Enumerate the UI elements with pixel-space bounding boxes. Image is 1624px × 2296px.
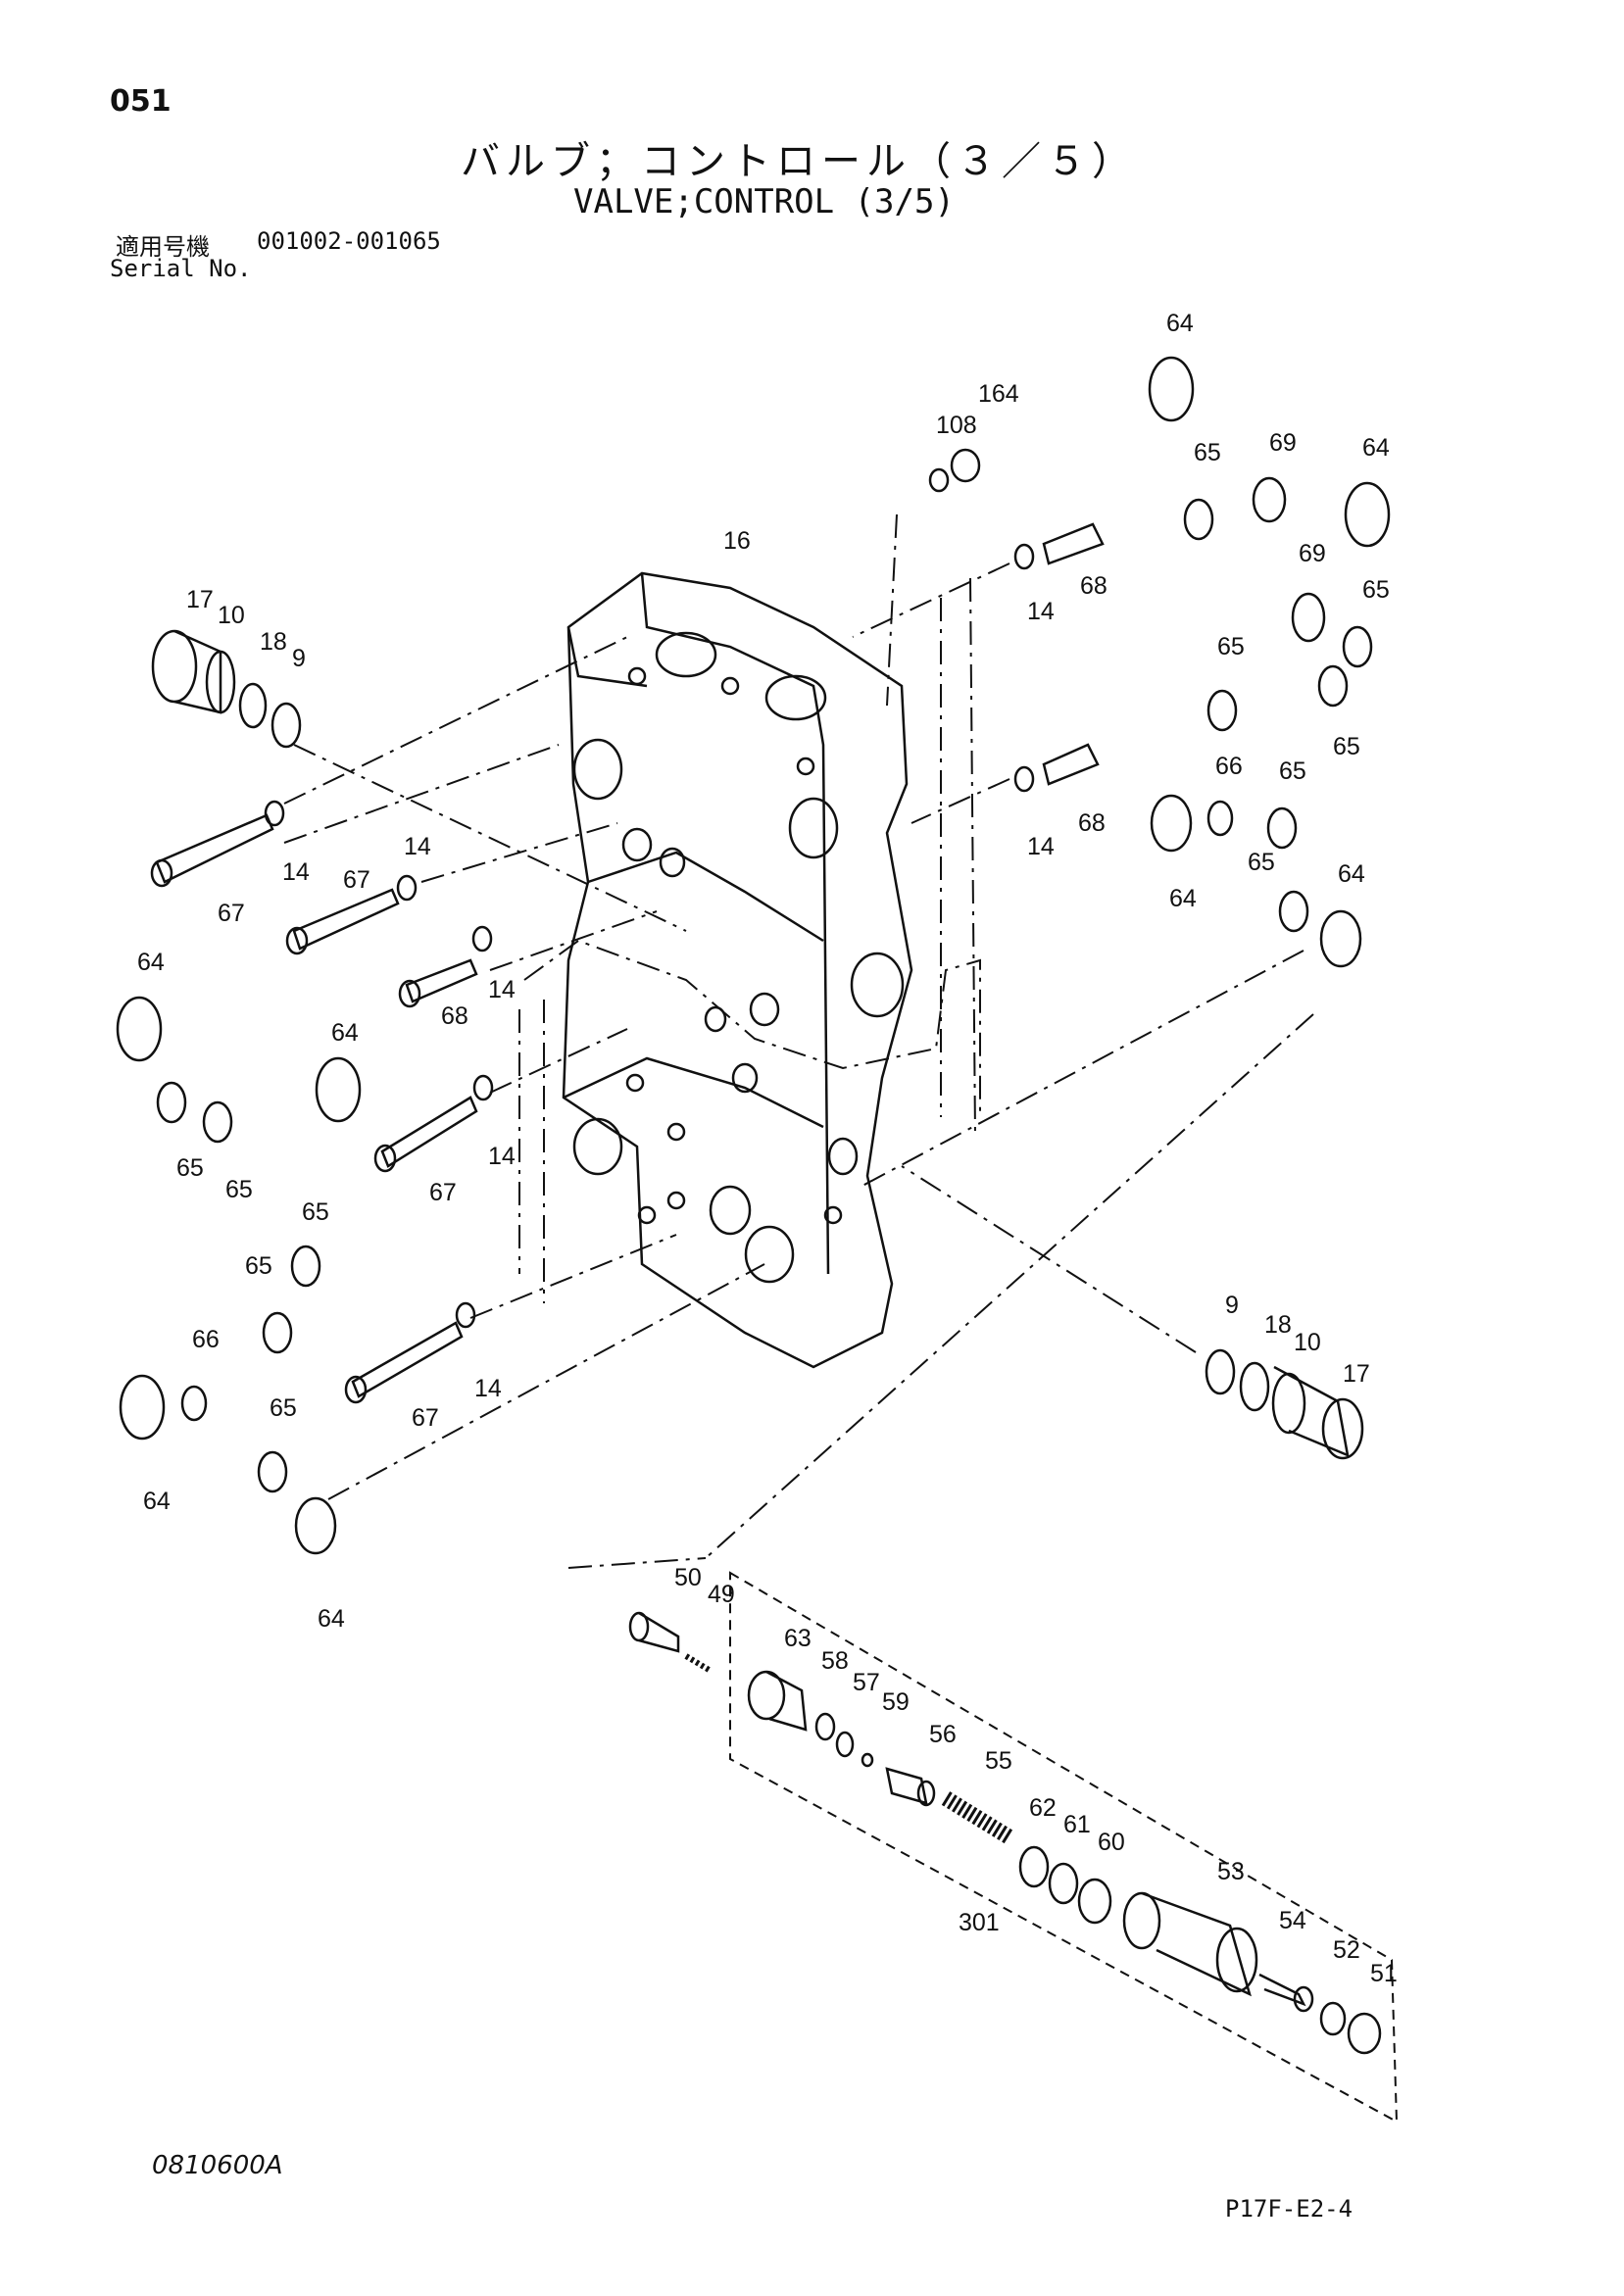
- callout-65: 65: [1248, 849, 1275, 876]
- callout-17: 17: [186, 586, 214, 613]
- title-japanese: バルブ；コントロール（３／５）: [461, 139, 1137, 184]
- callout-65: 65: [225, 1176, 253, 1203]
- callout-9: 9: [292, 645, 306, 672]
- figure-code: P17F-E2-4: [1225, 2195, 1353, 2223]
- callout-68: 68: [1080, 572, 1107, 600]
- callout-67: 67: [218, 900, 245, 927]
- serial-range: 001002-001065: [257, 227, 441, 255]
- callout-61: 61: [1063, 1811, 1091, 1838]
- callout-108: 108: [936, 412, 977, 439]
- callout-65: 65: [1362, 576, 1390, 604]
- title-english: VALVE;CONTROL (3/5): [573, 182, 955, 221]
- callout-67: 67: [343, 866, 370, 894]
- callout-64: 64: [1338, 860, 1365, 888]
- valve-body: [562, 571, 913, 1369]
- callout-9: 9: [1225, 1292, 1239, 1319]
- callout-52: 52: [1333, 1936, 1360, 1964]
- serial-label-english: Serial No.: [110, 255, 252, 282]
- callout-64: 64: [331, 1019, 359, 1047]
- callout-17: 17: [1343, 1360, 1370, 1388]
- callout-67: 67: [429, 1179, 457, 1206]
- callout-63: 63: [784, 1625, 812, 1652]
- callout-51: 51: [1370, 1960, 1398, 1987]
- callout-50: 50: [674, 1564, 702, 1591]
- callout-64: 64: [1166, 310, 1194, 337]
- callout-64: 64: [137, 949, 165, 976]
- callout-58: 58: [821, 1647, 849, 1675]
- callout-65: 65: [176, 1154, 204, 1182]
- callout-14: 14: [404, 833, 431, 860]
- callout-54: 54: [1279, 1907, 1306, 1934]
- callout-57: 57: [853, 1669, 880, 1696]
- callout-66: 66: [1215, 753, 1243, 780]
- callout-65: 65: [270, 1394, 297, 1422]
- callout-301: 301: [959, 1909, 1000, 1936]
- callout-64: 64: [1362, 434, 1390, 462]
- callout-66: 66: [192, 1326, 220, 1353]
- callout-18: 18: [260, 628, 287, 656]
- callout-10: 10: [1294, 1329, 1321, 1356]
- callout-68: 68: [1078, 809, 1106, 837]
- callout-65: 65: [1279, 757, 1306, 785]
- callout-56: 56: [929, 1721, 957, 1748]
- callout-16: 16: [723, 527, 751, 555]
- callout-14: 14: [488, 1143, 516, 1170]
- callout-65: 65: [245, 1252, 272, 1280]
- callout-62: 62: [1029, 1794, 1057, 1822]
- callout-14: 14: [1027, 833, 1055, 860]
- callout-14: 14: [1027, 598, 1055, 625]
- callout-64: 64: [318, 1605, 345, 1633]
- callout-49: 49: [708, 1581, 735, 1608]
- callout-164: 164: [978, 380, 1019, 408]
- callout-59: 59: [882, 1688, 910, 1716]
- callout-67: 67: [412, 1404, 439, 1432]
- callout-65: 65: [1333, 733, 1360, 760]
- callout-65: 65: [1217, 633, 1245, 660]
- callout-14: 14: [488, 976, 516, 1003]
- document-code: 0810600A: [152, 2151, 283, 2180]
- page-number: 051: [110, 84, 172, 119]
- callout-68: 68: [441, 1002, 468, 1030]
- callout-65: 65: [302, 1198, 329, 1226]
- serial-label-japanese: 適用号機: [116, 233, 210, 261]
- callout-64: 64: [1169, 885, 1197, 912]
- callout-14: 14: [282, 858, 310, 886]
- callout-10: 10: [218, 602, 245, 629]
- callout-64: 64: [143, 1488, 171, 1515]
- callout-69: 69: [1299, 540, 1326, 567]
- callout-65: 65: [1194, 439, 1221, 466]
- callout-18: 18: [1264, 1311, 1292, 1339]
- callout-14: 14: [474, 1375, 502, 1402]
- callout-55: 55: [985, 1747, 1012, 1775]
- callout-60: 60: [1098, 1829, 1125, 1856]
- callout-53: 53: [1217, 1858, 1245, 1885]
- callout-69: 69: [1269, 429, 1297, 457]
